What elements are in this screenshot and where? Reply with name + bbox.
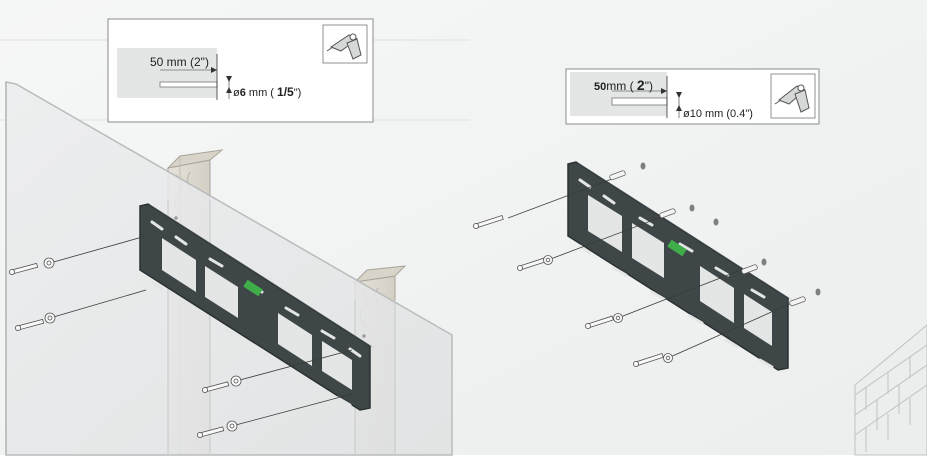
level-bubble <box>243 279 263 297</box>
screw-set-left-1 <box>9 257 242 438</box>
pilot-holes-left <box>174 216 366 338</box>
screws-left <box>49 235 353 427</box>
right-scene <box>473 161 927 456</box>
power-drill-icon-right <box>770 73 816 119</box>
wall-bracket-right <box>567 161 792 371</box>
diameter-label-right: ø10 mm (0.4") <box>683 108 753 120</box>
power-drill-icon <box>322 24 368 64</box>
wall-bracket-left <box>139 203 374 411</box>
depth-label-right: 50mm ( 2") <box>594 77 653 93</box>
callout-left: 50 mm (2") ø6 mm ( 1/5") <box>107 18 374 123</box>
callout-right: 50mm ( 2") ø10 mm (0.4") <box>565 68 820 125</box>
diameter-label: ø6 mm ( 1/5") <box>233 85 301 99</box>
bottom-margin <box>0 455 927 466</box>
screws-right <box>473 214 673 367</box>
left-scene <box>0 39 470 456</box>
wall-anchors-right <box>609 162 821 307</box>
brick-wall-corner <box>854 324 927 456</box>
depth-label: 50 mm (2") <box>150 55 209 69</box>
screw-lines-right <box>507 175 795 359</box>
level-bubble-right <box>667 239 687 257</box>
